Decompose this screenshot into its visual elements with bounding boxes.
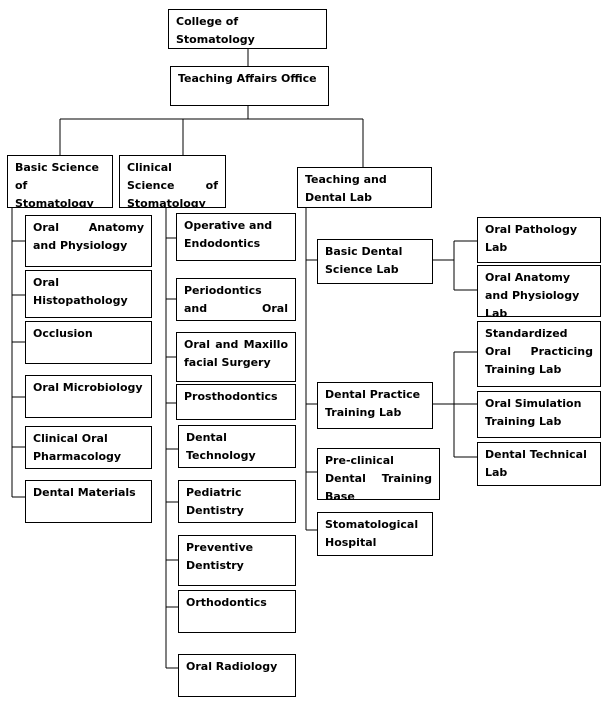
lab-subitem: Oral Anatomy and Physiology Lab [477, 265, 601, 317]
lab-subitem: Standardized Oral Practicing Training La… [477, 321, 601, 387]
basic-science-box: Basic Science of Stomatology [7, 155, 113, 208]
lab-item: Basic Dental Science Lab [317, 239, 433, 284]
clinical-item: Oral and Maxillo facial Surgery [176, 332, 296, 382]
basic-item: Dental Materials [25, 480, 152, 523]
clinical-science-box: Clinical Science of Stomatology [119, 155, 226, 208]
teaching-lab-box: Teaching and Dental Lab [297, 167, 432, 208]
clinical-item: Operative and Endodontics [176, 213, 296, 261]
basic-item: Occlusion [25, 321, 152, 364]
clinical-item: Periodontics and Oral Medicine [176, 278, 296, 321]
office-box: Teaching Affairs Office [170, 66, 329, 106]
clinical-item: Preventive Dentistry [178, 535, 296, 586]
clinical-item: Orthodontics [178, 590, 296, 633]
lab-subitem: Dental Technical Lab [477, 442, 601, 486]
clinical-item: Dental Technology [178, 425, 296, 468]
lab-item: Pre-clinical Dental Training Base [317, 448, 440, 500]
clinical-item: Oral Radiology [178, 654, 296, 697]
basic-item: Clinical Oral Pharmacology [25, 426, 152, 469]
root-box: College of Stomatology [168, 9, 327, 49]
lab-subitem: Oral Simulation Training Lab [477, 391, 601, 438]
basic-item: Oral Anatomy and Physiology [25, 215, 152, 267]
lab-item: Stomatological Hospital [317, 512, 433, 556]
lab-subitem: Oral Pathology Lab [477, 217, 601, 263]
clinical-item: Prosthodontics [176, 384, 296, 420]
clinical-item: Pediatric Dentistry [178, 480, 296, 523]
basic-item: Oral Histopathology [25, 270, 152, 318]
basic-item: Oral Microbiology [25, 375, 152, 418]
lab-item: Dental Practice Training Lab [317, 382, 433, 429]
